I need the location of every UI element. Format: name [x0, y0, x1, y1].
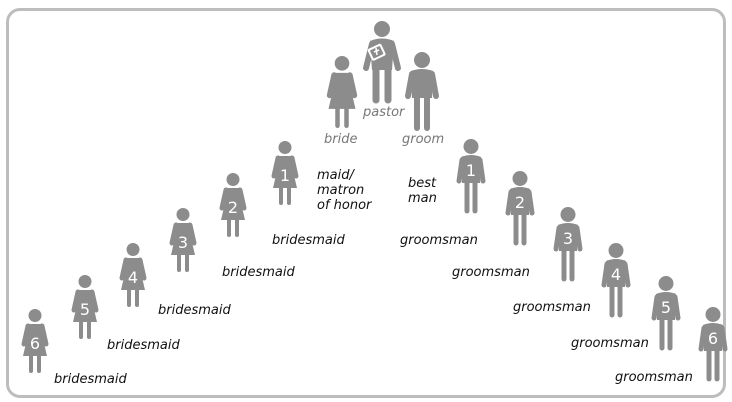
bridesmaid-label: bridesmaid	[272, 233, 345, 248]
bridesmaid-label: bridesmaid	[158, 303, 231, 318]
groom-label: groom	[402, 132, 445, 147]
groom-party-member-3: 3	[553, 207, 583, 282]
position-number: 5	[660, 298, 672, 317]
groom-party-member-1: 1	[456, 139, 486, 214]
man-icon	[698, 307, 728, 382]
pastor-label: pastor	[363, 105, 405, 120]
pastor-figure	[360, 20, 404, 104]
bridal-party-member-6: 6	[20, 309, 50, 373]
best-man-label: best man	[408, 176, 437, 206]
bridesmaid-label: bridesmaid	[222, 265, 295, 280]
groom-icon	[405, 52, 439, 131]
woman-icon	[71, 275, 99, 339]
man-icon	[505, 171, 535, 246]
groomsman-label: groomsman	[513, 300, 591, 315]
bridal-party-member-4: 4	[118, 243, 148, 307]
woman-icon	[119, 243, 147, 307]
bridesmaid-label: bridesmaid	[107, 338, 180, 353]
position-number: 6	[707, 329, 719, 348]
bride-icon	[326, 56, 358, 128]
position-number: 3	[177, 233, 189, 252]
position-number: 6	[29, 334, 41, 353]
bridesmaid-label: bridesmaid	[54, 372, 127, 387]
woman-icon	[271, 141, 299, 205]
diagram-frame	[6, 8, 726, 398]
maid-of-honor-label: maid/ matron of honor	[317, 168, 372, 213]
man-icon	[456, 139, 486, 214]
woman-icon	[169, 208, 197, 272]
groom-figure	[404, 52, 440, 131]
man-icon	[601, 243, 631, 318]
position-number: 2	[227, 198, 239, 217]
groom-party-member-4: 4	[601, 243, 631, 318]
bridal-party-member-2: 2	[218, 173, 248, 237]
position-number: 5	[79, 300, 91, 319]
bridal-party-member-1: 1	[270, 141, 300, 205]
groom-party-member-6: 6	[698, 307, 728, 382]
position-number: 3	[562, 229, 574, 248]
groomsman-label: groomsman	[400, 233, 478, 248]
position-number: 1	[465, 161, 477, 180]
position-number: 1	[279, 166, 291, 185]
man-icon	[651, 276, 681, 351]
man-icon	[553, 207, 583, 282]
position-number: 4	[610, 265, 622, 284]
groomsman-label: groomsman	[452, 265, 530, 280]
groom-party-member-2: 2	[505, 171, 535, 246]
position-number: 4	[127, 268, 139, 287]
groomsman-label: groomsman	[571, 336, 649, 351]
bridal-party-member-5: 5	[70, 275, 100, 339]
woman-icon	[219, 173, 247, 237]
position-number: 2	[514, 193, 526, 212]
bridal-party-member-3: 3	[168, 208, 198, 272]
woman-icon	[21, 309, 49, 373]
groomsman-label: groomsman	[615, 370, 693, 385]
pastor-icon	[363, 21, 401, 104]
bride-label: bride	[324, 132, 358, 147]
groom-party-member-5: 5	[651, 276, 681, 351]
bride-figure	[325, 56, 359, 128]
